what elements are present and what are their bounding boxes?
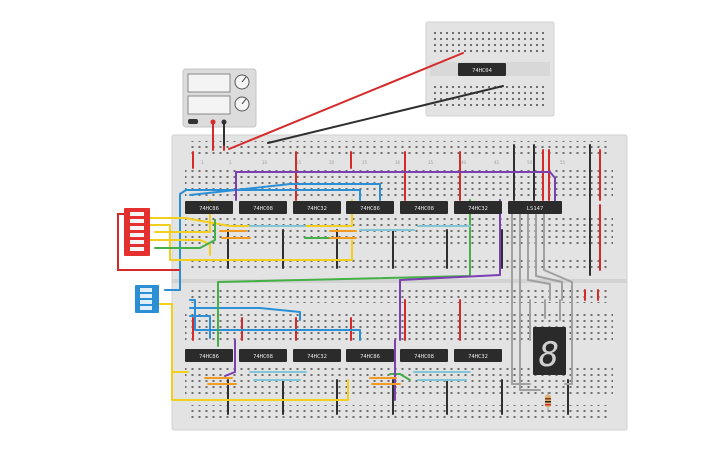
switch-toggle[interactable] [140, 288, 152, 292]
switch-toggle[interactable] [130, 240, 144, 244]
svg-text:25: 25 [362, 160, 368, 165]
switch-toggle[interactable] [140, 300, 152, 304]
svg-text:15: 15 [296, 160, 302, 165]
chip-74hc04[interactable]: 74HC04 [458, 63, 506, 76]
svg-text:45: 45 [494, 160, 500, 165]
chip-top-3[interactable]: 74HC32 [293, 201, 341, 214]
chip-label: 74HC86 [360, 206, 380, 212]
switch-toggle[interactable] [130, 247, 144, 251]
svg-text:1: 1 [201, 160, 204, 165]
svg-text:55: 55 [560, 160, 566, 165]
chip-top-4[interactable]: 74HC86 [346, 201, 394, 214]
svg-text:10: 10 [262, 160, 268, 165]
resistor[interactable] [545, 392, 551, 412]
chip-label: 74HC08 [414, 206, 434, 212]
chip-bottom-1[interactable]: 74HC86 [185, 349, 233, 362]
switch-toggle[interactable] [130, 233, 144, 237]
svg-text:50: 50 [527, 160, 533, 165]
chip-ls147[interactable]: LS147 [508, 201, 562, 214]
segment-digit: 8 [539, 335, 559, 375]
chip-label: 74HC08 [253, 206, 273, 212]
wires[interactable] [149, 52, 601, 415]
chip-top-6[interactable]: 74HC32 [454, 201, 502, 214]
svg-text:40: 40 [461, 160, 467, 165]
chip-label: 74HC32 [307, 354, 327, 360]
chip-top-2[interactable]: 74HC08 [239, 201, 287, 214]
chip-top-1[interactable]: 74HC86 [185, 201, 233, 214]
switch-toggle[interactable] [130, 212, 144, 216]
svg-text:20: 20 [329, 160, 335, 165]
chip-label: 74HC32 [468, 354, 488, 360]
top-chip-row: 74HC86 74HC08 74HC32 74HC86 74HC08 74HC3… [185, 201, 562, 214]
switch-toggle[interactable] [130, 226, 144, 230]
dip-switch-blue[interactable] [135, 285, 159, 313]
chip-top-5[interactable]: 74HC08 [400, 201, 448, 214]
chip-label: 74HC08 [253, 354, 273, 360]
chip-bottom-4[interactable]: 74HC86 [346, 349, 394, 362]
chip-bottom-2[interactable]: 74HC08 [239, 349, 287, 362]
small-breadboard[interactable]: 74HC04 [425, 21, 555, 117]
chip-label: 74HC04 [472, 68, 493, 74]
chip-label: 74HC08 [414, 354, 434, 360]
svg-text:5: 5 [229, 160, 232, 165]
power-supply[interactable] [182, 68, 257, 128]
svg-text:35: 35 [428, 160, 434, 165]
switch-toggle[interactable] [140, 294, 152, 298]
chip-label: 74HC32 [307, 206, 327, 212]
row-numbers: 1 5 10 15 20 25 30 35 40 45 50 55 [201, 160, 566, 165]
seven-segment-display[interactable]: 8 [533, 327, 566, 375]
switch-toggle[interactable] [130, 219, 144, 223]
bottom-chip-row: 74HC86 74HC08 74HC32 74HC86 74HC08 74HC3… [185, 349, 502, 362]
svg-text:30: 30 [395, 160, 401, 165]
chip-bottom-6[interactable]: 74HC32 [454, 349, 502, 362]
chip-bottom-3[interactable]: 74HC32 [293, 349, 341, 362]
chip-label: 74HC86 [199, 354, 219, 360]
chip-label: 74HC32 [468, 206, 488, 212]
chip-label: LS147 [527, 206, 544, 212]
dip-switch-red[interactable] [117, 208, 180, 271]
switch-toggle[interactable] [140, 306, 152, 310]
chip-label: 74HC86 [360, 354, 380, 360]
chip-label: 74HC86 [199, 206, 219, 212]
chip-bottom-5[interactable]: 74HC08 [400, 349, 448, 362]
